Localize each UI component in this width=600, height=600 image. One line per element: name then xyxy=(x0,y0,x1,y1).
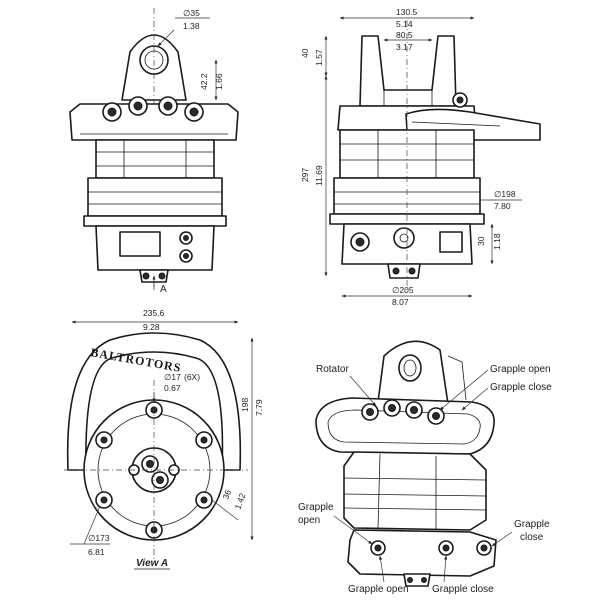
iso-loop-ring xyxy=(315,397,495,455)
dim-bolt-circle: ∅173 xyxy=(88,533,110,543)
dim-total-height-in: 11.69 xyxy=(314,165,324,186)
dim-offset-in: 1.42 xyxy=(232,491,247,510)
dim-pin-diameter: ∅35 xyxy=(183,8,200,18)
dim-body-diameter: ∅198 xyxy=(494,189,516,199)
label-grapple-close-right-1: Grapple xyxy=(514,519,550,530)
dim-inner-width: 80.5 xyxy=(396,30,413,40)
label-grapple-close-top: Grapple close xyxy=(490,382,552,393)
dim-bolt-circle-in: 6.81 xyxy=(88,547,105,557)
dim-base-height: 30 xyxy=(476,236,486,246)
iso-fittings xyxy=(361,399,445,425)
dim-side-width: 130.5 xyxy=(396,7,418,17)
dim-holes-in: 0.67 xyxy=(164,383,181,393)
side-view: 130.5 5.14 80.5 3.17 40 1.57 297 11.69 ∅… xyxy=(300,7,541,307)
label-grapple-open-left-2: open xyxy=(298,515,320,526)
dim-base-height-in: 1.18 xyxy=(492,233,502,250)
dim-inner-width-in: 3.17 xyxy=(396,42,413,52)
dim-view-width-in: 9.28 xyxy=(143,322,160,332)
dim-base-diameter-in: 8.07 xyxy=(392,297,409,307)
dim-total-height: 297 xyxy=(300,168,310,182)
side-mounting-ears xyxy=(359,35,457,107)
dim-ear-height-in: 1.57 xyxy=(314,49,324,66)
upper-ring xyxy=(69,103,239,141)
dim-pin-height: 42.2 xyxy=(199,73,209,90)
dim-base-diameter: ∅205 xyxy=(392,285,414,295)
label-grapple-open-left-1: Grapple xyxy=(298,502,334,513)
dim-holes: ∅17 xyxy=(164,372,181,382)
dim-view-height: 198 xyxy=(240,398,250,412)
dim-pin-diameter-in: 1.38 xyxy=(183,21,200,31)
dim-ear-height: 40 xyxy=(300,48,310,58)
iso-base xyxy=(347,529,497,577)
dim-view-width: 235.6 xyxy=(143,308,165,318)
hose-fittings xyxy=(102,96,204,122)
isometric-view: Rotator Grapple open Grapple close Grapp… xyxy=(298,340,552,595)
dim-holes-count: (6X) xyxy=(184,372,200,382)
front-view: A ∅35 1.38 42.2 1.66 xyxy=(69,8,239,295)
label-grapple-open-top: Grapple open xyxy=(490,364,551,375)
side-housing xyxy=(333,177,481,215)
label-grapple-close-right-2: close xyxy=(520,532,544,543)
label-grapple-open-bottom: Grapple open xyxy=(348,584,409,595)
view-a: 235.6 9.28 BALTROTORS ∅17 (6X) 0.67 xyxy=(64,308,264,570)
label-grapple-close-bottom: Grapple close xyxy=(432,584,494,595)
dim-side-width-in: 5.14 xyxy=(396,19,413,29)
dim-pin-height-in: 1.66 xyxy=(214,73,224,90)
dim-view-height-in: 7.79 xyxy=(254,399,264,416)
motor-body xyxy=(95,139,215,179)
dim-offset: 36 xyxy=(220,488,233,501)
lower-housing xyxy=(87,177,223,217)
dim-body-diameter-in: 7.80 xyxy=(494,201,511,211)
section-marker: A xyxy=(160,284,167,295)
iso-body xyxy=(343,451,487,531)
view-a-title: View A xyxy=(136,558,168,569)
bolt-holes xyxy=(95,401,213,539)
label-rotator: Rotator xyxy=(316,364,349,375)
